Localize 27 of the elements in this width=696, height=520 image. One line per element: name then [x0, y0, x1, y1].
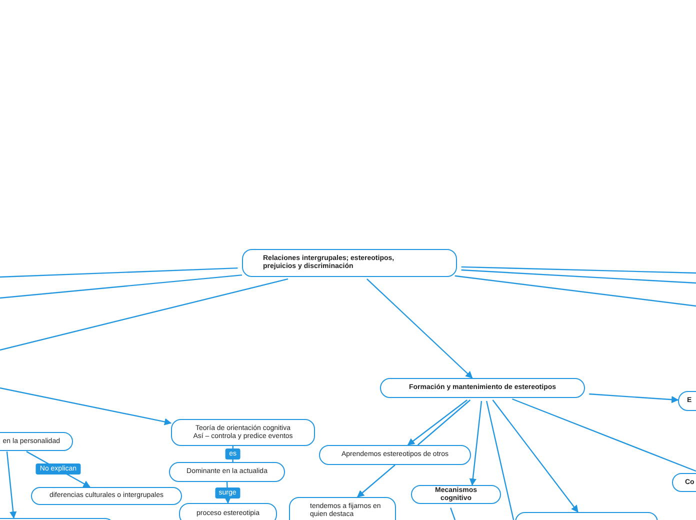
connector-line	[512, 398, 696, 472]
connector-line	[461, 266, 696, 274]
arrow	[6, 452, 17, 519]
arrow	[407, 400, 468, 446]
connector-line	[486, 400, 514, 520]
arrow	[366, 278, 473, 378]
topic-box	[169, 462, 285, 482]
connector-line	[461, 269, 696, 284]
topic-box	[0, 432, 73, 451]
topic-box	[31, 487, 182, 505]
topic-box	[179, 503, 277, 520]
connector-line	[0, 278, 288, 351]
connector-line	[454, 275, 696, 307]
arrow	[469, 400, 482, 486]
arrow	[589, 393, 679, 404]
topic-box	[380, 378, 585, 398]
topic-box	[411, 485, 501, 504]
connector-line	[0, 267, 238, 278]
arrow	[0, 387, 172, 426]
connector-line	[417, 400, 471, 446]
topic-box	[242, 249, 457, 277]
connector-line	[0, 274, 242, 299]
topic-box	[171, 419, 315, 446]
topic-box	[319, 445, 471, 465]
arrow	[356, 464, 396, 498]
arrow	[492, 400, 578, 513]
connector-line	[450, 508, 456, 520]
